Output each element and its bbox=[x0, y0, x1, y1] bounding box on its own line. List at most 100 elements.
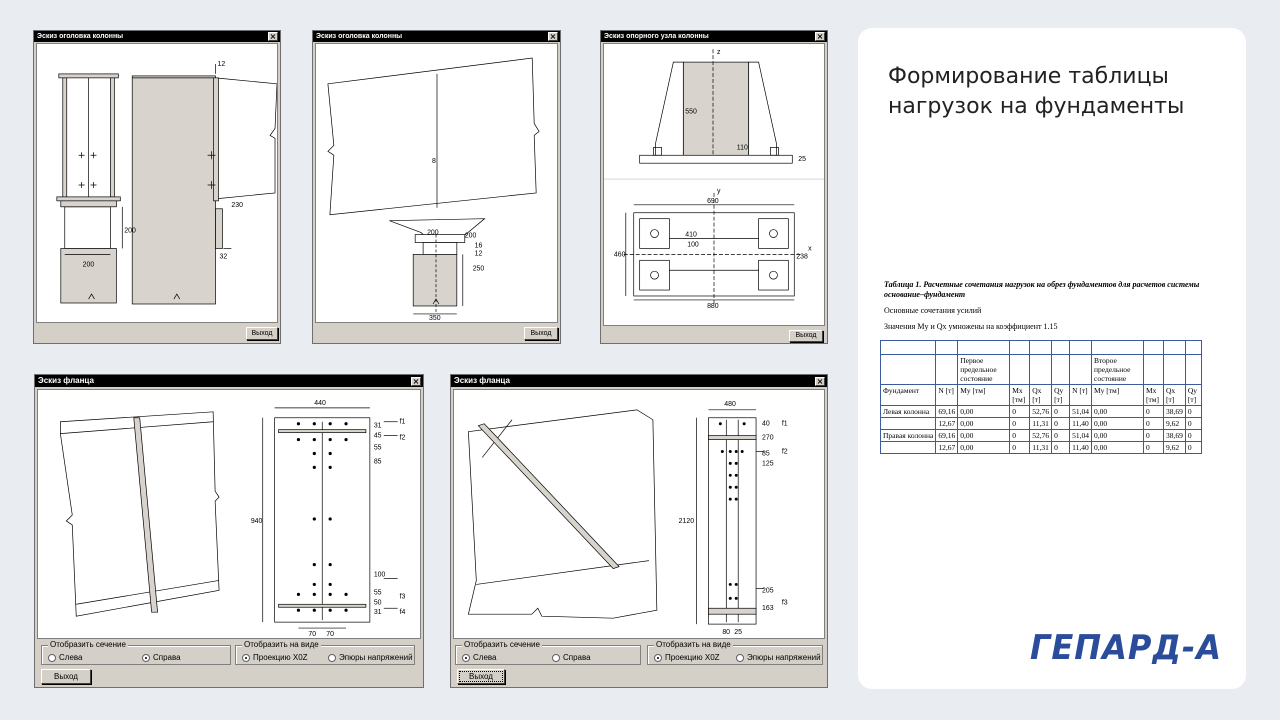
section-group-label: Отобразить сечение bbox=[462, 640, 542, 649]
section-group-label: Отобразить сечение bbox=[48, 640, 128, 649]
table-row: Первое предельное состояние Второе преде… bbox=[879, 354, 1202, 385]
view-group: Отобразить на виде Проекцию X0Z Эпюры на… bbox=[235, 640, 415, 665]
radio-view-stress[interactable]: Эпюры напряжений bbox=[736, 653, 821, 662]
dim-label: 85 bbox=[762, 450, 770, 457]
drawing-canvas: 480 40 270 85 125 2120 205 163 80 25 f1 … bbox=[453, 389, 825, 639]
cell: 0,00 bbox=[1090, 429, 1144, 442]
flange-mark: f2 bbox=[782, 448, 788, 455]
radio-dot bbox=[48, 653, 56, 662]
header-cell: Фундамент bbox=[879, 384, 937, 406]
table-row bbox=[879, 340, 1202, 355]
cell: 9,62 bbox=[1162, 441, 1186, 454]
radio-label: Эпюры напряжений bbox=[339, 653, 413, 662]
exit-button[interactable]: Выход bbox=[41, 669, 91, 684]
axis-label: y bbox=[717, 188, 721, 195]
radio-section-left[interactable]: Слева bbox=[48, 653, 83, 662]
exit-button[interactable]: Выход bbox=[789, 330, 823, 342]
window-flange-2: Эскиз фланца × bbox=[450, 374, 828, 688]
table-caption: Таблица 1. Расчетные сочетания нагрузок … bbox=[884, 280, 1200, 299]
window-column-head-1: Эскиз оголовка колонны × bbox=[33, 30, 281, 344]
flange-mark: f4 bbox=[400, 609, 406, 616]
radio-view-stress[interactable]: Эпюры напряжений bbox=[328, 653, 413, 662]
radio-view-projection[interactable]: Проекцию X0Z bbox=[654, 653, 720, 662]
cell: 0 bbox=[1009, 441, 1031, 454]
cell: 0 bbox=[1184, 417, 1202, 430]
dim-label: 200 bbox=[83, 261, 95, 268]
cell: 0,00 bbox=[1090, 405, 1144, 418]
view-group-label: Отобразить на виде bbox=[654, 640, 733, 649]
dim-label: 16 bbox=[475, 242, 483, 249]
dim-label: 8 bbox=[432, 158, 436, 165]
cell: 0 bbox=[1051, 429, 1071, 442]
cell: 0,00 bbox=[1090, 441, 1144, 454]
dim-label: 100 bbox=[374, 571, 386, 578]
column-head-drawing: 12 230 200 200 32 bbox=[56, 61, 277, 305]
cell: 0 bbox=[1142, 405, 1164, 418]
dim-label: 163 bbox=[762, 605, 774, 612]
cell: 38,69 bbox=[1162, 429, 1186, 442]
dim-label: 25 bbox=[798, 156, 806, 163]
cell: 0 bbox=[1051, 405, 1071, 418]
table-header-row: Фундамент N [т] My [тм] Mx [тм] Qx [т] Q… bbox=[879, 384, 1202, 406]
cell: 0,00 bbox=[957, 417, 1011, 430]
cell: 0,00 bbox=[957, 405, 1011, 418]
close-icon[interactable]: × bbox=[268, 32, 278, 41]
cell: 0 bbox=[1009, 405, 1031, 418]
dim-label: 110 bbox=[737, 144, 748, 151]
exit-button[interactable]: Выход bbox=[246, 327, 278, 340]
window-title: Эскиз фланца bbox=[451, 375, 827, 387]
radio-section-left[interactable]: Слева bbox=[462, 653, 497, 662]
row-name bbox=[879, 441, 937, 454]
dim-label: 200 bbox=[124, 228, 136, 235]
close-icon[interactable]: × bbox=[411, 377, 421, 386]
radio-view-projection[interactable]: Проекцию X0Z bbox=[242, 653, 308, 662]
exit-button[interactable]: Выход bbox=[524, 327, 558, 340]
window-title: Эскиз оголовка колонны bbox=[313, 31, 560, 42]
drawing-canvas: z 550 110 25 y 690 460 410 100 x 238 880 bbox=[603, 43, 825, 326]
dim-label: 200 bbox=[465, 233, 477, 240]
exit-button[interactable]: Выход bbox=[457, 669, 505, 684]
dim-label: 250 bbox=[473, 265, 485, 272]
dim-label: 690 bbox=[707, 198, 719, 205]
cell: 0,00 bbox=[957, 441, 1011, 454]
cell: 38,69 bbox=[1162, 405, 1186, 418]
radio-label: Слева bbox=[59, 653, 83, 662]
header-cell: Mx [тм] bbox=[1142, 384, 1164, 406]
cell: 52,76 bbox=[1029, 429, 1053, 442]
flange-drawing: 480 40 270 85 125 2120 205 163 80 25 f1 … bbox=[467, 401, 788, 636]
close-icon[interactable]: × bbox=[548, 32, 558, 41]
cell: 0 bbox=[1142, 429, 1164, 442]
axis-label: x bbox=[808, 245, 812, 252]
cell: 0 bbox=[1184, 429, 1202, 442]
section-group: Отобразить сечение Слева Справа bbox=[41, 640, 231, 665]
column-head-drawing: 8 200 200 16 12 250 350 bbox=[327, 57, 540, 322]
company-logo: ГЕПАРД-А bbox=[1030, 628, 1221, 664]
close-icon[interactable]: × bbox=[815, 377, 825, 386]
radio-section-right[interactable]: Справа bbox=[552, 653, 591, 662]
group-header-2: Второе предельное состояние bbox=[1090, 354, 1144, 385]
cell: 0 bbox=[1184, 405, 1202, 418]
column-base-drawing: z 550 110 25 y 690 460 410 100 x 238 880 bbox=[604, 49, 824, 310]
dim-label: 32 bbox=[219, 253, 227, 260]
flange-mark: f1 bbox=[400, 419, 406, 426]
header-cell: Qx [т] bbox=[1029, 384, 1053, 406]
cell: 11,40 bbox=[1069, 417, 1092, 430]
flange-mark: f2 bbox=[400, 435, 406, 442]
radio-section-right[interactable]: Справа bbox=[142, 653, 181, 662]
radio-dot bbox=[328, 653, 336, 662]
dim-label: 550 bbox=[685, 109, 697, 116]
dim-label: 55 bbox=[374, 445, 382, 452]
loads-table: Первое предельное состояние Второе преде… bbox=[879, 340, 1202, 454]
dim-label: 25 bbox=[734, 629, 742, 636]
table-subcaption: Основные сочетания усилий bbox=[884, 306, 982, 315]
dim-label: 55 bbox=[374, 589, 382, 596]
cell: 0,00 bbox=[1090, 417, 1144, 430]
dim-label: 880 bbox=[707, 303, 719, 310]
flange-mark: f3 bbox=[400, 593, 406, 600]
cell: 11,31 bbox=[1029, 441, 1053, 454]
cell: 0 bbox=[1009, 429, 1031, 442]
dim-label: 2120 bbox=[679, 518, 695, 525]
close-icon[interactable]: × bbox=[815, 32, 825, 41]
cell: 0 bbox=[1142, 417, 1164, 430]
